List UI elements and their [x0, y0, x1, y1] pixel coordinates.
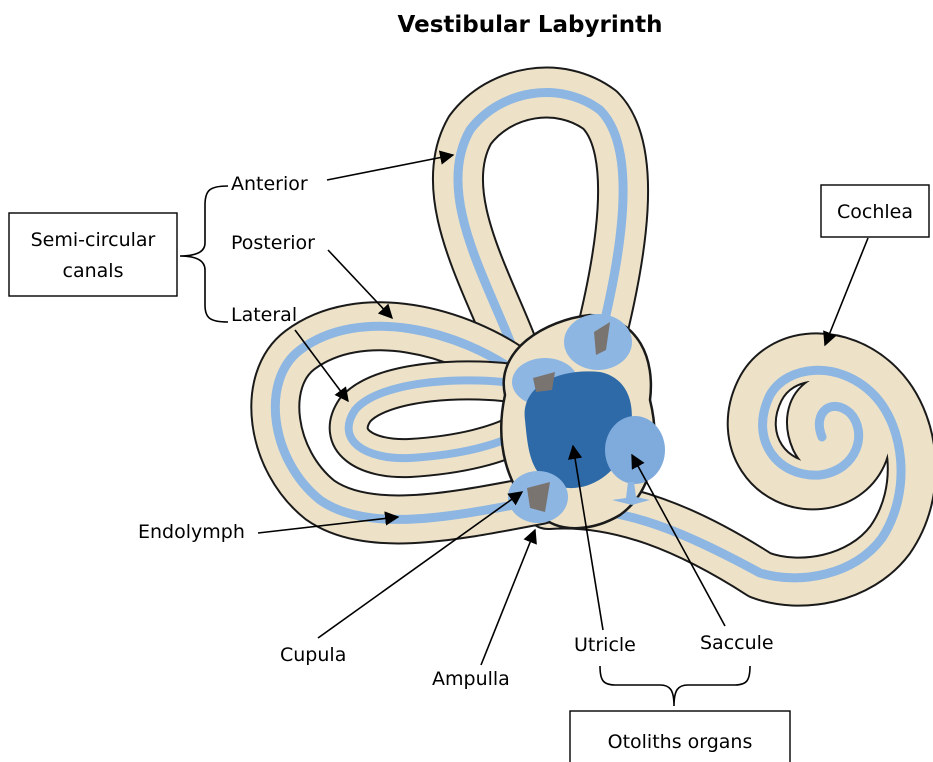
semicircular-canals-box — [9, 213, 177, 296]
saccule-label: Saccule — [700, 632, 774, 654]
cochlea-arrow — [825, 238, 868, 345]
lateral-canal — [349, 380, 525, 458]
semicircular-canals-label-line2: canals — [63, 260, 124, 282]
saccule-shape — [605, 416, 665, 484]
lateral-label: Lateral — [231, 304, 297, 326]
diagram-title: Vestibular Labyrinth — [398, 12, 663, 38]
semicircular-canals-label-line1: Semi-circular — [31, 229, 156, 251]
otoliths-brace — [600, 666, 750, 706]
posterior-label: Posterior — [231, 232, 315, 254]
endolymph-label: Endolymph — [138, 521, 245, 543]
semicircular-canals-brace — [180, 186, 228, 322]
otoliths-organs-label: Otoliths organs — [608, 731, 753, 753]
ampulla-label: Ampulla — [432, 668, 510, 690]
utricle-label: Utricle — [574, 634, 636, 656]
ampulla-arrow — [481, 530, 535, 665]
labyrinth-anatomy — [275, 93, 911, 582]
cochlea-label: Cochlea — [837, 201, 913, 223]
cupula-label: Cupula — [280, 644, 346, 666]
anterior-label: Anterior — [231, 173, 308, 195]
